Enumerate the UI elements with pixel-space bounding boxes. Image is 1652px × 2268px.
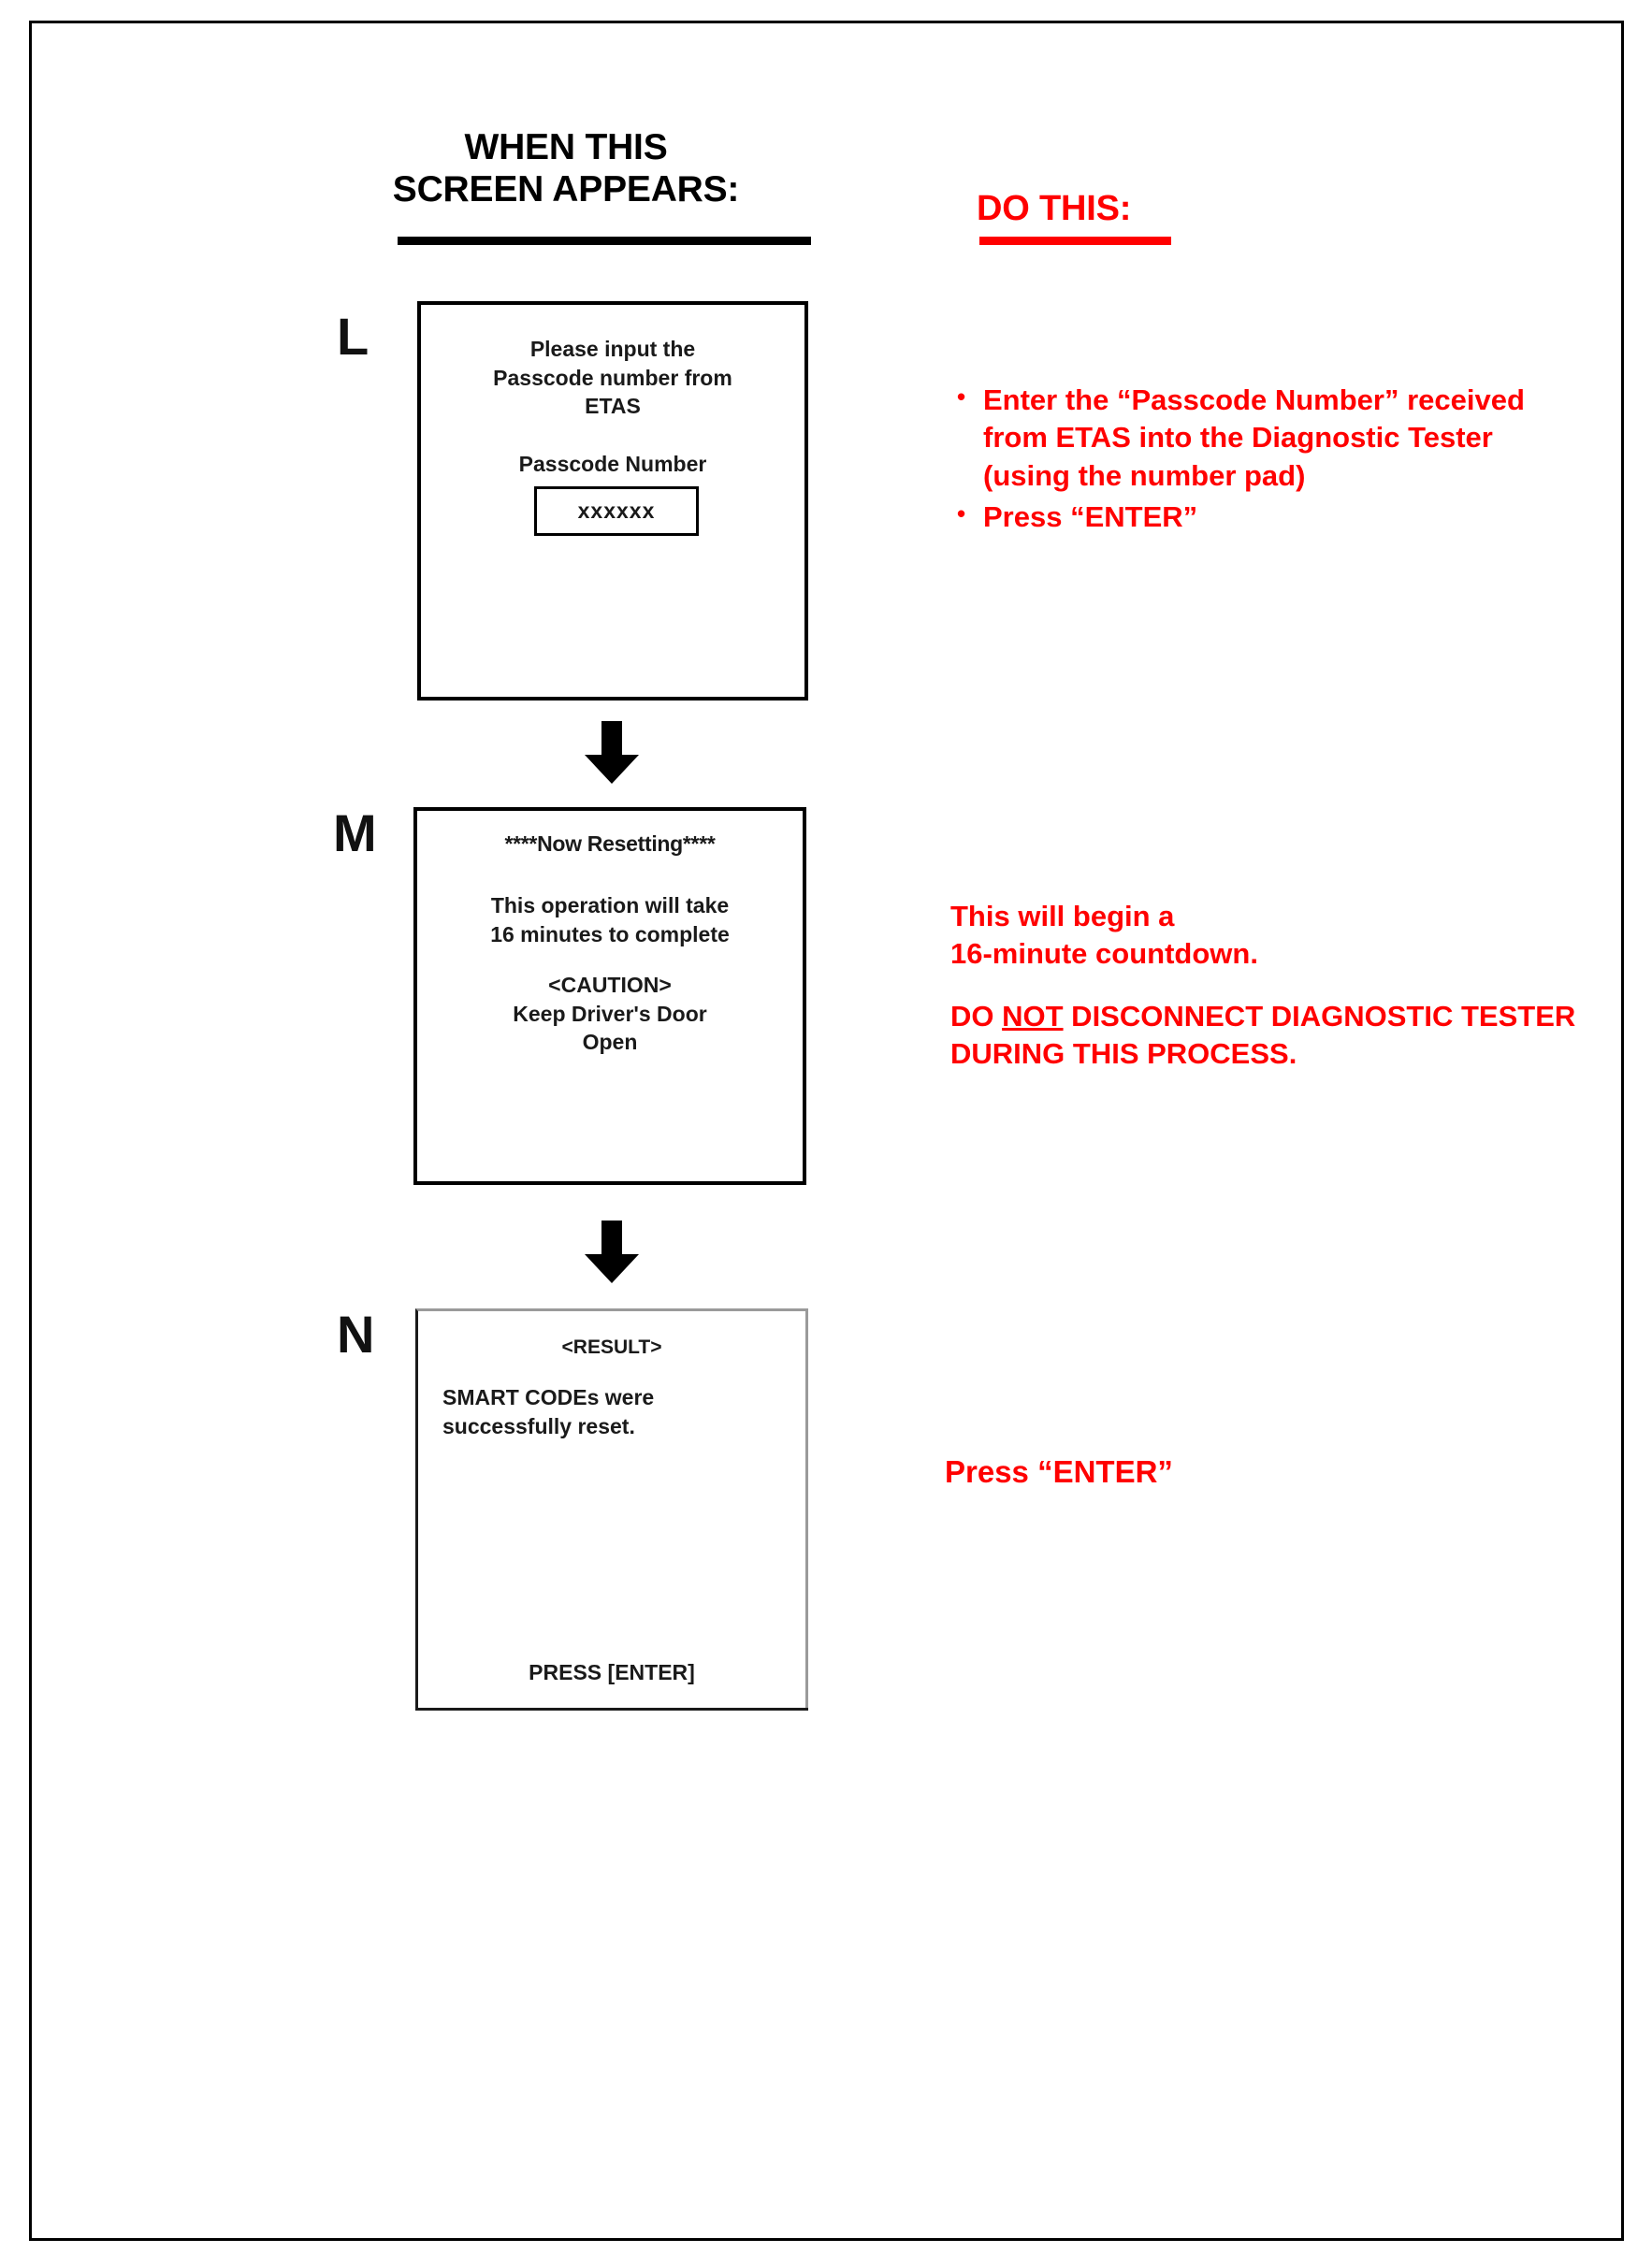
screen-n-result-text: SMART CODEs were successfully reset. — [442, 1385, 655, 1438]
step-label-l: L — [337, 307, 370, 366]
document-page: WHEN THIS SCREEN APPEARS: DO THIS: L Ple… — [29, 21, 1624, 2241]
tester-screen-n: <RESULT> SMART CODEs were successfully r… — [415, 1308, 808, 1711]
instructions-step-m: This will begin a 16-minute countdown. D… — [950, 898, 1605, 1073]
do-not-disconnect-warning: DO NOT DISCONNECT DIAGNOSTIC TESTER DURI… — [950, 998, 1605, 1074]
tester-screen-m: ****Now Resetting**** This operation wil… — [413, 807, 806, 1185]
column-heading-do-this: DO THIS: — [977, 189, 1132, 228]
instructions-step-n: Press “ENTER” — [945, 1454, 1173, 1489]
step-label-n: N — [337, 1305, 375, 1364]
screen-m-duration-text: This operation will take 16 minutes to c… — [490, 893, 730, 946]
screen-l-field-label: Passcode Number — [518, 452, 707, 476]
list-item: Enter the “Passcode Number” received fro… — [957, 382, 1550, 495]
screen-n-title: <RESULT> — [561, 1336, 662, 1358]
arrow-down-icon — [583, 1221, 641, 1284]
passcode-number-input[interactable]: xxxxxx — [534, 486, 699, 536]
warning-suffix: DISCONNECT DIAGNOSTIC TESTER DURING THIS… — [950, 999, 1576, 1070]
countdown-note: This will begin a 16-minute countdown. — [950, 900, 1258, 971]
screen-n-footer-text: PRESS [ENTER] — [529, 1660, 695, 1685]
screen-m-caution-text: <CAUTION> Keep Driver's Door Open — [513, 973, 707, 1055]
step-label-m: M — [333, 803, 377, 862]
screen-m-title: ****Now Resetting**** — [504, 831, 716, 856]
warning-prefix: DO — [950, 999, 1003, 1033]
list-item: Press “ENTER” — [957, 498, 1550, 536]
tester-screen-l: Please input the Passcode number from ET… — [417, 301, 808, 701]
column-heading-when-this-screen-appears: WHEN THIS SCREEN APPEARS: — [392, 127, 740, 210]
column-heading-right-underline — [979, 237, 1171, 245]
instruction-bullet-list: Enter the “Passcode Number” received fro… — [951, 382, 1550, 536]
column-heading-left-underline — [398, 237, 811, 245]
warning-emphasis: NOT — [1002, 999, 1064, 1033]
arrow-down-icon — [583, 721, 641, 785]
screen-l-prompt-text: Please input the Passcode number from ET… — [493, 337, 732, 419]
passcode-number-value: xxxxxx — [577, 498, 656, 524]
instructions-step-l: Enter the “Passcode Number” received fro… — [951, 382, 1550, 540]
